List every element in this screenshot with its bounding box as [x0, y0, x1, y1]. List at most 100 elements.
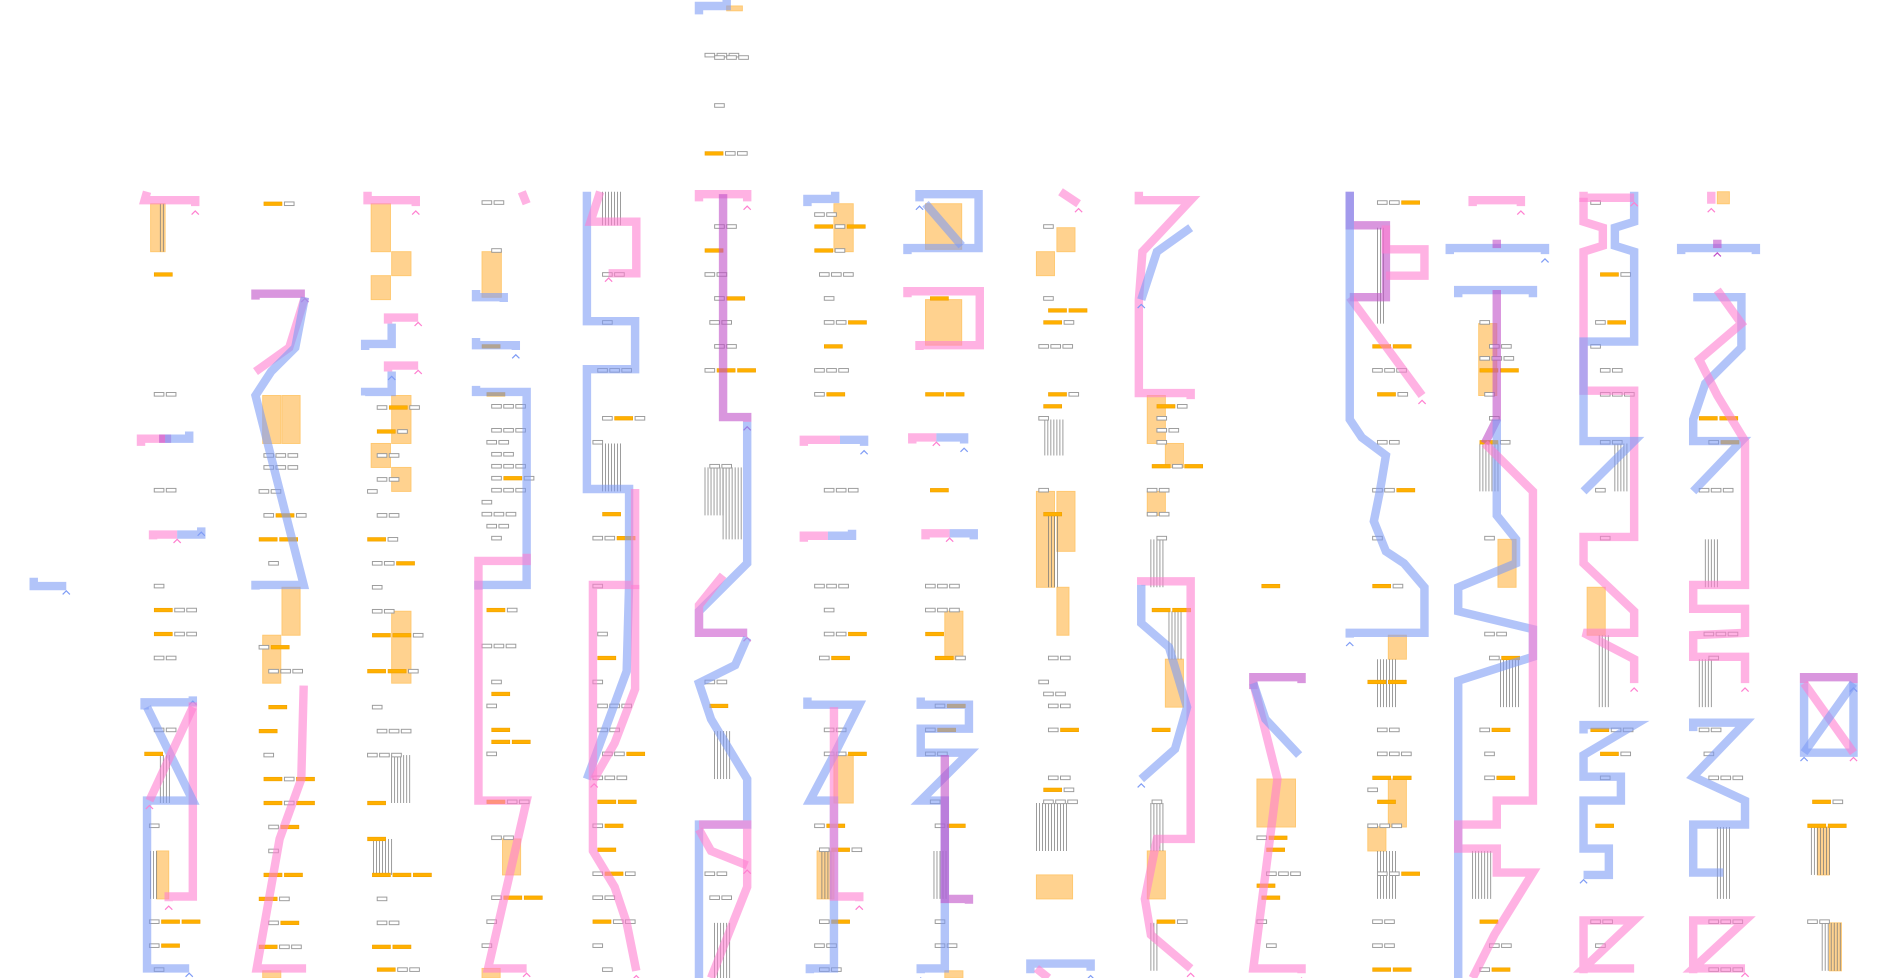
gray-item — [165, 487, 177, 493]
gray-item — [1708, 775, 1719, 781]
orange-block — [391, 251, 412, 277]
gray-item — [714, 55, 725, 60]
gray-item — [819, 919, 830, 924]
chevron-up-icon — [185, 972, 194, 978]
pink-track — [903, 287, 984, 350]
gray-item — [376, 405, 388, 410]
orange-bar — [153, 631, 173, 637]
orange-bar — [486, 607, 506, 613]
gray-item — [834, 248, 846, 253]
pink-track — [1688, 287, 1750, 684]
orange-bar — [1156, 404, 1176, 409]
pink-track — [251, 685, 308, 973]
orange-bar — [846, 224, 866, 229]
pink-track — [1058, 188, 1081, 208]
gray-item — [491, 451, 502, 457]
gray-item — [268, 920, 279, 926]
orange-bar — [597, 847, 617, 852]
orange-bar — [523, 895, 543, 900]
pink-track — [908, 433, 937, 444]
orange-block — [1586, 586, 1606, 636]
gray-item — [1376, 727, 1388, 733]
gray-item — [165, 655, 177, 661]
gray-item — [388, 728, 400, 734]
gray-item — [263, 513, 275, 518]
gray-item — [624, 871, 636, 877]
orange-bar — [1367, 679, 1387, 685]
blue-track — [1579, 720, 1650, 880]
orange-bar — [1698, 416, 1718, 421]
orange-bar — [258, 537, 278, 542]
gray-item — [704, 368, 716, 373]
gray-item — [1047, 775, 1059, 781]
gray-item — [738, 55, 749, 60]
gray-item — [937, 607, 948, 613]
orange-bar — [263, 800, 283, 806]
chevron-up-icon — [1137, 303, 1146, 309]
orange-block — [481, 251, 502, 298]
gray-item — [493, 200, 505, 205]
orange-bar — [930, 296, 949, 301]
chevron-up-icon — [633, 974, 640, 978]
blue-track — [803, 191, 840, 207]
pink-track — [363, 191, 420, 207]
gray-item — [1168, 427, 1180, 433]
gray-item — [704, 272, 716, 277]
orange-block — [1164, 442, 1184, 468]
gray-item — [486, 523, 497, 529]
gray-item — [814, 823, 825, 829]
gray-item — [1376, 439, 1388, 445]
gray-item — [1379, 823, 1390, 829]
pink-track — [829, 707, 864, 902]
pink-track — [474, 553, 532, 973]
orange-bar — [848, 751, 867, 756]
blue-track — [471, 337, 521, 350]
gray-item — [376, 477, 388, 482]
gray-item — [1479, 356, 1491, 361]
gray-item — [397, 429, 408, 434]
gray-item — [602, 967, 613, 972]
chevron-up-icon — [1579, 878, 1588, 884]
gray-item — [725, 151, 736, 156]
gray-item — [493, 511, 505, 517]
gray-item — [1401, 751, 1412, 757]
orange-bar — [284, 872, 303, 878]
pink-track — [1381, 225, 1429, 280]
gray-item — [383, 608, 395, 614]
orange-bar — [376, 429, 396, 434]
gray-item — [388, 477, 400, 482]
gray-item — [1146, 487, 1158, 493]
orange-bar — [387, 669, 407, 674]
gray-item — [1819, 919, 1830, 924]
chevron-up-icon — [197, 531, 206, 537]
blue-track — [29, 577, 67, 591]
pink-track — [1579, 197, 1639, 684]
blue-track — [1800, 680, 1857, 756]
gray-item — [721, 895, 732, 900]
orange-bar — [1479, 919, 1499, 924]
gray-item — [1050, 344, 1061, 349]
gray-item — [292, 668, 303, 674]
gray-item — [814, 368, 825, 373]
orange-bar — [372, 633, 391, 638]
gray-item — [1367, 787, 1378, 793]
gray-item — [481, 200, 493, 205]
gray-item — [153, 487, 165, 493]
gray-item — [1698, 727, 1710, 733]
gray-item — [503, 427, 514, 433]
gray-item — [1501, 344, 1512, 349]
gray-item — [602, 416, 613, 421]
gray-item — [955, 655, 966, 661]
orange-bar — [263, 776, 283, 782]
blue-track — [1686, 718, 1755, 877]
pink-track — [1572, 916, 1645, 974]
orange-bar — [1500, 368, 1519, 373]
gray-item — [383, 561, 395, 566]
gray-item — [1156, 439, 1168, 445]
gray-item — [397, 967, 408, 972]
chevron-up-icon — [960, 447, 969, 453]
blue-track — [936, 433, 969, 444]
chevron-up-icon — [1137, 782, 1146, 788]
gray-item — [491, 487, 502, 493]
orange-bar — [1401, 200, 1420, 205]
